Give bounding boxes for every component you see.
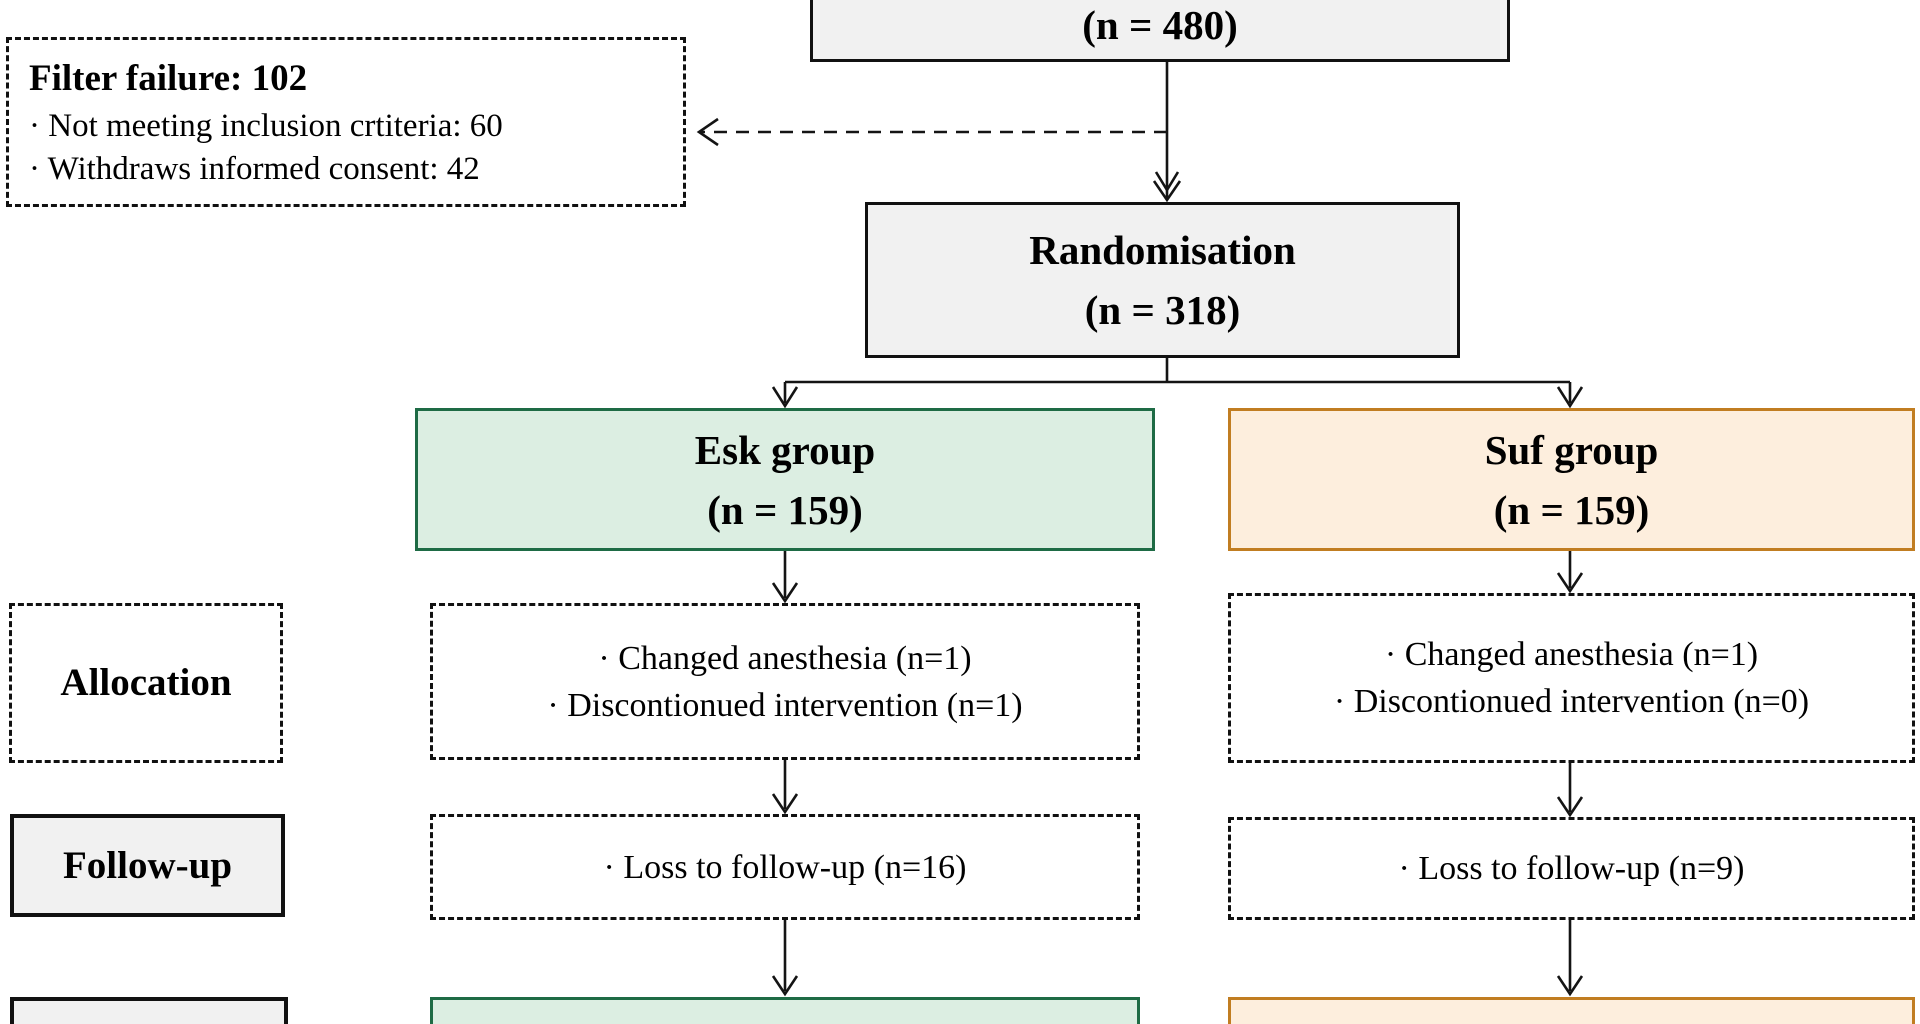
arrowhead-suf-allocation (1556, 572, 1584, 594)
arrowhead-esk-group (771, 386, 799, 409)
filter-failure-item: · Withdraws informed consent: 42 (29, 151, 480, 187)
esk-group-title: Esk group (694, 426, 876, 473)
followup-stage-label: Follow-up (10, 814, 285, 917)
randomisation-count: (n = 318) (1084, 287, 1241, 333)
suf-analysis-box (1228, 997, 1915, 1024)
filter-failure-title: Filter failure: 102 (29, 58, 308, 99)
arrowhead-suf-analysis (1556, 975, 1584, 997)
suf-allocation-box: · Changed anesthesia (n=1) · Discontionu… (1228, 593, 1915, 763)
arrowhead-suf-followup (1556, 796, 1584, 818)
allocation-stage-label: Allocation (9, 603, 283, 763)
esk-followup-item: · Loss to follow-up (n=16) (603, 848, 967, 886)
esk-allocation-item: · Discontionued intervention (n=1) (547, 686, 1023, 724)
randomisation-box: Randomisation (n = 318) (865, 202, 1460, 358)
suf-allocation-item: · Changed anesthesia (n=1) (1384, 636, 1759, 673)
esk-followup-box: · Loss to follow-up (n=16) (430, 814, 1140, 920)
suf-group-box: Suf group (n = 159) (1228, 408, 1915, 551)
arrowhead-filter-failure (696, 117, 719, 147)
esk-group-box: Esk group (n = 159) (415, 408, 1155, 551)
suf-allocation-item: · Discontionued intervention (n=0) (1333, 683, 1810, 720)
suf-followup-item: · Loss to follow-up (n=9) (1398, 850, 1745, 887)
esk-group-count: (n = 159) (707, 486, 863, 533)
eligibility-box: (n = 480) (810, 0, 1510, 62)
followup-label-text: Follow-up (62, 843, 233, 887)
filter-failure-item: · Not meeting inclusion crtiteria: 60 (29, 108, 503, 144)
filter-failure-box: Filter failure: 102 · Not meeting inclus… (6, 37, 686, 207)
suf-group-title: Suf group (1484, 426, 1659, 473)
esk-allocation-box: · Changed anesthesia (n=1) · Discontionu… (430, 603, 1140, 760)
arrowhead-randomisation (1152, 180, 1182, 203)
arrowhead-randomisation-inner (1154, 171, 1180, 193)
suf-followup-box: · Loss to follow-up (n=9) (1228, 817, 1915, 920)
arrowhead-esk-allocation (771, 582, 799, 604)
esk-analysis-box (430, 997, 1140, 1024)
suf-group-count: (n = 159) (1493, 486, 1650, 533)
arrowhead-esk-followup (771, 793, 799, 815)
eligibility-count: (n = 480) (1082, 2, 1238, 48)
arrowhead-esk-analysis (771, 975, 799, 997)
esk-allocation-item: · Changed anesthesia (n=1) (598, 639, 972, 677)
arrowhead-suf-group (1556, 386, 1584, 409)
randomisation-title: Randomisation (1029, 227, 1296, 273)
analysis-stage-label (10, 997, 288, 1024)
allocation-label-text: Allocation (60, 661, 232, 704)
